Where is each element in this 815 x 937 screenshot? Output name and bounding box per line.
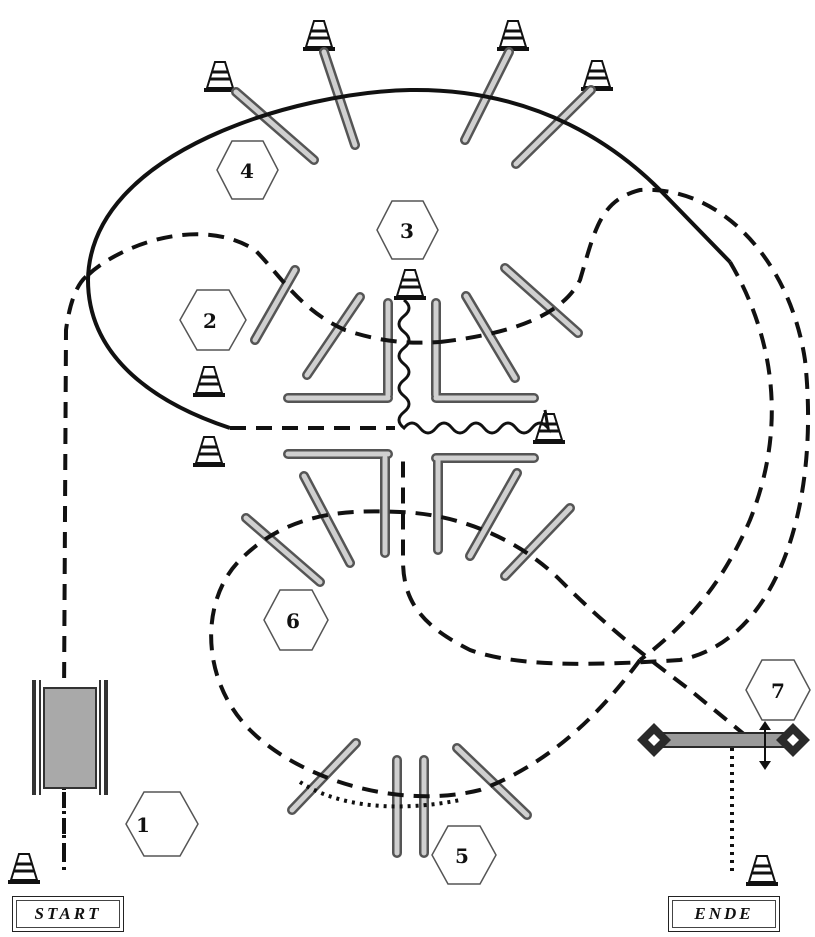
traffic-cone-icon [392, 268, 428, 302]
traffic-cone-icon [191, 435, 227, 469]
station-marker-2: 2 [179, 289, 247, 351]
tunnel-obstacle [32, 680, 108, 795]
station-number: 1 [136, 813, 150, 837]
station-number: 4 [240, 159, 254, 183]
pole-highlight-group [233, 49, 594, 856]
station-marker-6: 6 [263, 589, 329, 651]
station-number: 6 [286, 609, 300, 633]
gate-obstacle [637, 721, 810, 770]
station-marker-1: 1 [125, 791, 199, 857]
route-wavy [397, 298, 551, 435]
traffic-cone-icon [301, 19, 337, 53]
station-marker-3: 3 [376, 200, 439, 260]
start-label: START [12, 896, 124, 932]
route-dashed-loop-3 [401, 187, 811, 666]
end-label: ENDE [668, 896, 780, 932]
route-dashed-right-loop [638, 260, 774, 662]
station-marker-7: 7 [745, 659, 811, 721]
traffic-cone-icon [191, 365, 227, 399]
route-dashed-loop-6 [209, 509, 747, 799]
traffic-cone-icon [6, 852, 42, 886]
traffic-cone-icon [579, 59, 615, 93]
station-number: 3 [400, 219, 414, 243]
traffic-cone-icon [202, 60, 238, 94]
station-marker-5: 5 [431, 825, 497, 885]
route-dotted-bottom-arc [298, 780, 461, 809]
traffic-cone-icon [744, 854, 780, 888]
station-number: 2 [203, 309, 217, 333]
route-dashed-start [62, 273, 90, 860]
station-number: 5 [455, 844, 469, 868]
station-marker-4: 4 [216, 140, 279, 200]
route-solid [85, 87, 732, 430]
station-number: 7 [771, 679, 785, 703]
route-dashed-loop-2 [86, 232, 441, 345]
traffic-cone-icon [495, 19, 531, 53]
